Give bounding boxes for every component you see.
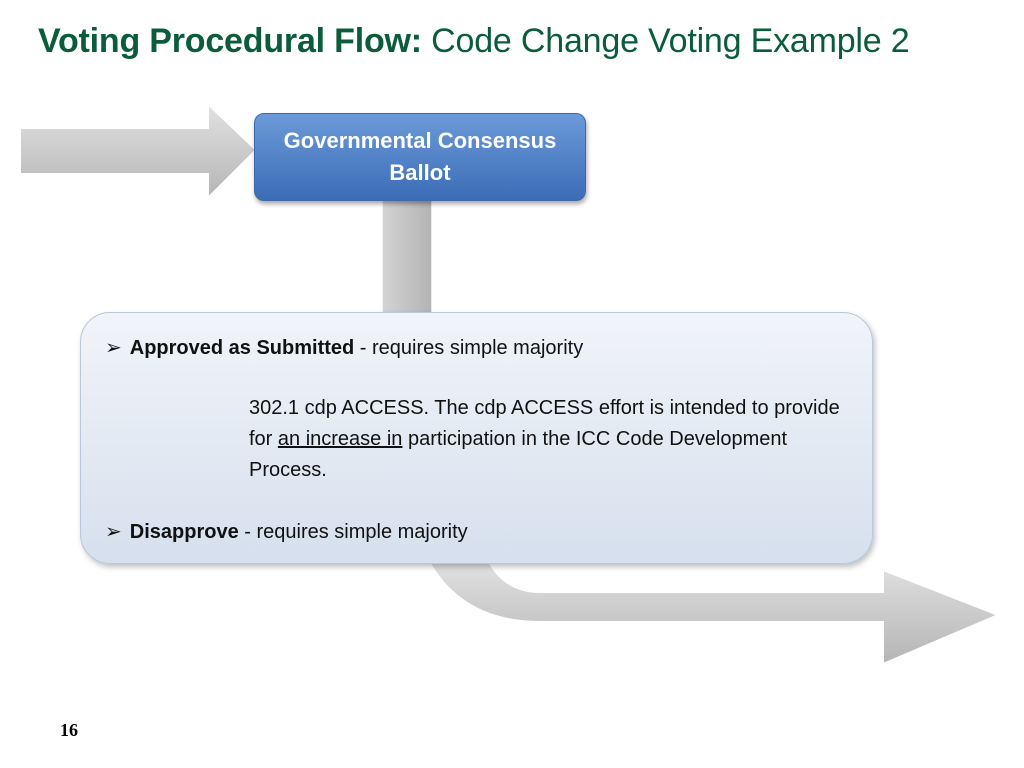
arrow-bullet-icon: ➢ <box>105 521 122 543</box>
title-bold: Voting Procedural Flow: <box>38 22 422 60</box>
detail-underlined: an increase in <box>277 428 403 450</box>
page-number: 16 <box>60 720 78 740</box>
ballot-box-line2: Ballot <box>389 160 451 185</box>
input-arrow <box>19 101 258 201</box>
option-approved: ➢ Approved as Submitted - requires simple… <box>105 335 583 360</box>
arrow-bullet-icon: ➢ <box>105 337 122 359</box>
approved-term: Approved as Submitted <box>129 337 355 359</box>
detail-part2: participation in the ICC Code Developmen… <box>249 428 788 481</box>
disapprove-rest: - requires simple majority <box>238 521 468 543</box>
code-section-text: 302.1 cdp ACCESS. The cdp ACCESS effort … <box>249 393 849 486</box>
disapprove-term: Disapprove <box>129 521 239 543</box>
ballot-box-line1: Governmental Consensus <box>283 128 557 153</box>
page-title: Voting Procedural Flow: Code Change Voti… <box>38 22 910 61</box>
output-arrow <box>426 559 1001 666</box>
option-disapprove: ➢ Disapprove - requires simple majority <box>105 519 468 544</box>
approved-rest: - requires simple majority <box>354 337 584 359</box>
governmental-consensus-ballot-box: Governmental Consensus Ballot <box>254 113 586 201</box>
voting-options-box: ➢ Approved as Submitted - requires simple… <box>80 312 873 564</box>
title-regular: Code Change Voting Example 2 <box>421 22 910 60</box>
detail-part1: 302.1 cdp ACCESS. The cdp ACCESS effort … <box>249 397 840 450</box>
vertical-connector <box>381 197 433 317</box>
